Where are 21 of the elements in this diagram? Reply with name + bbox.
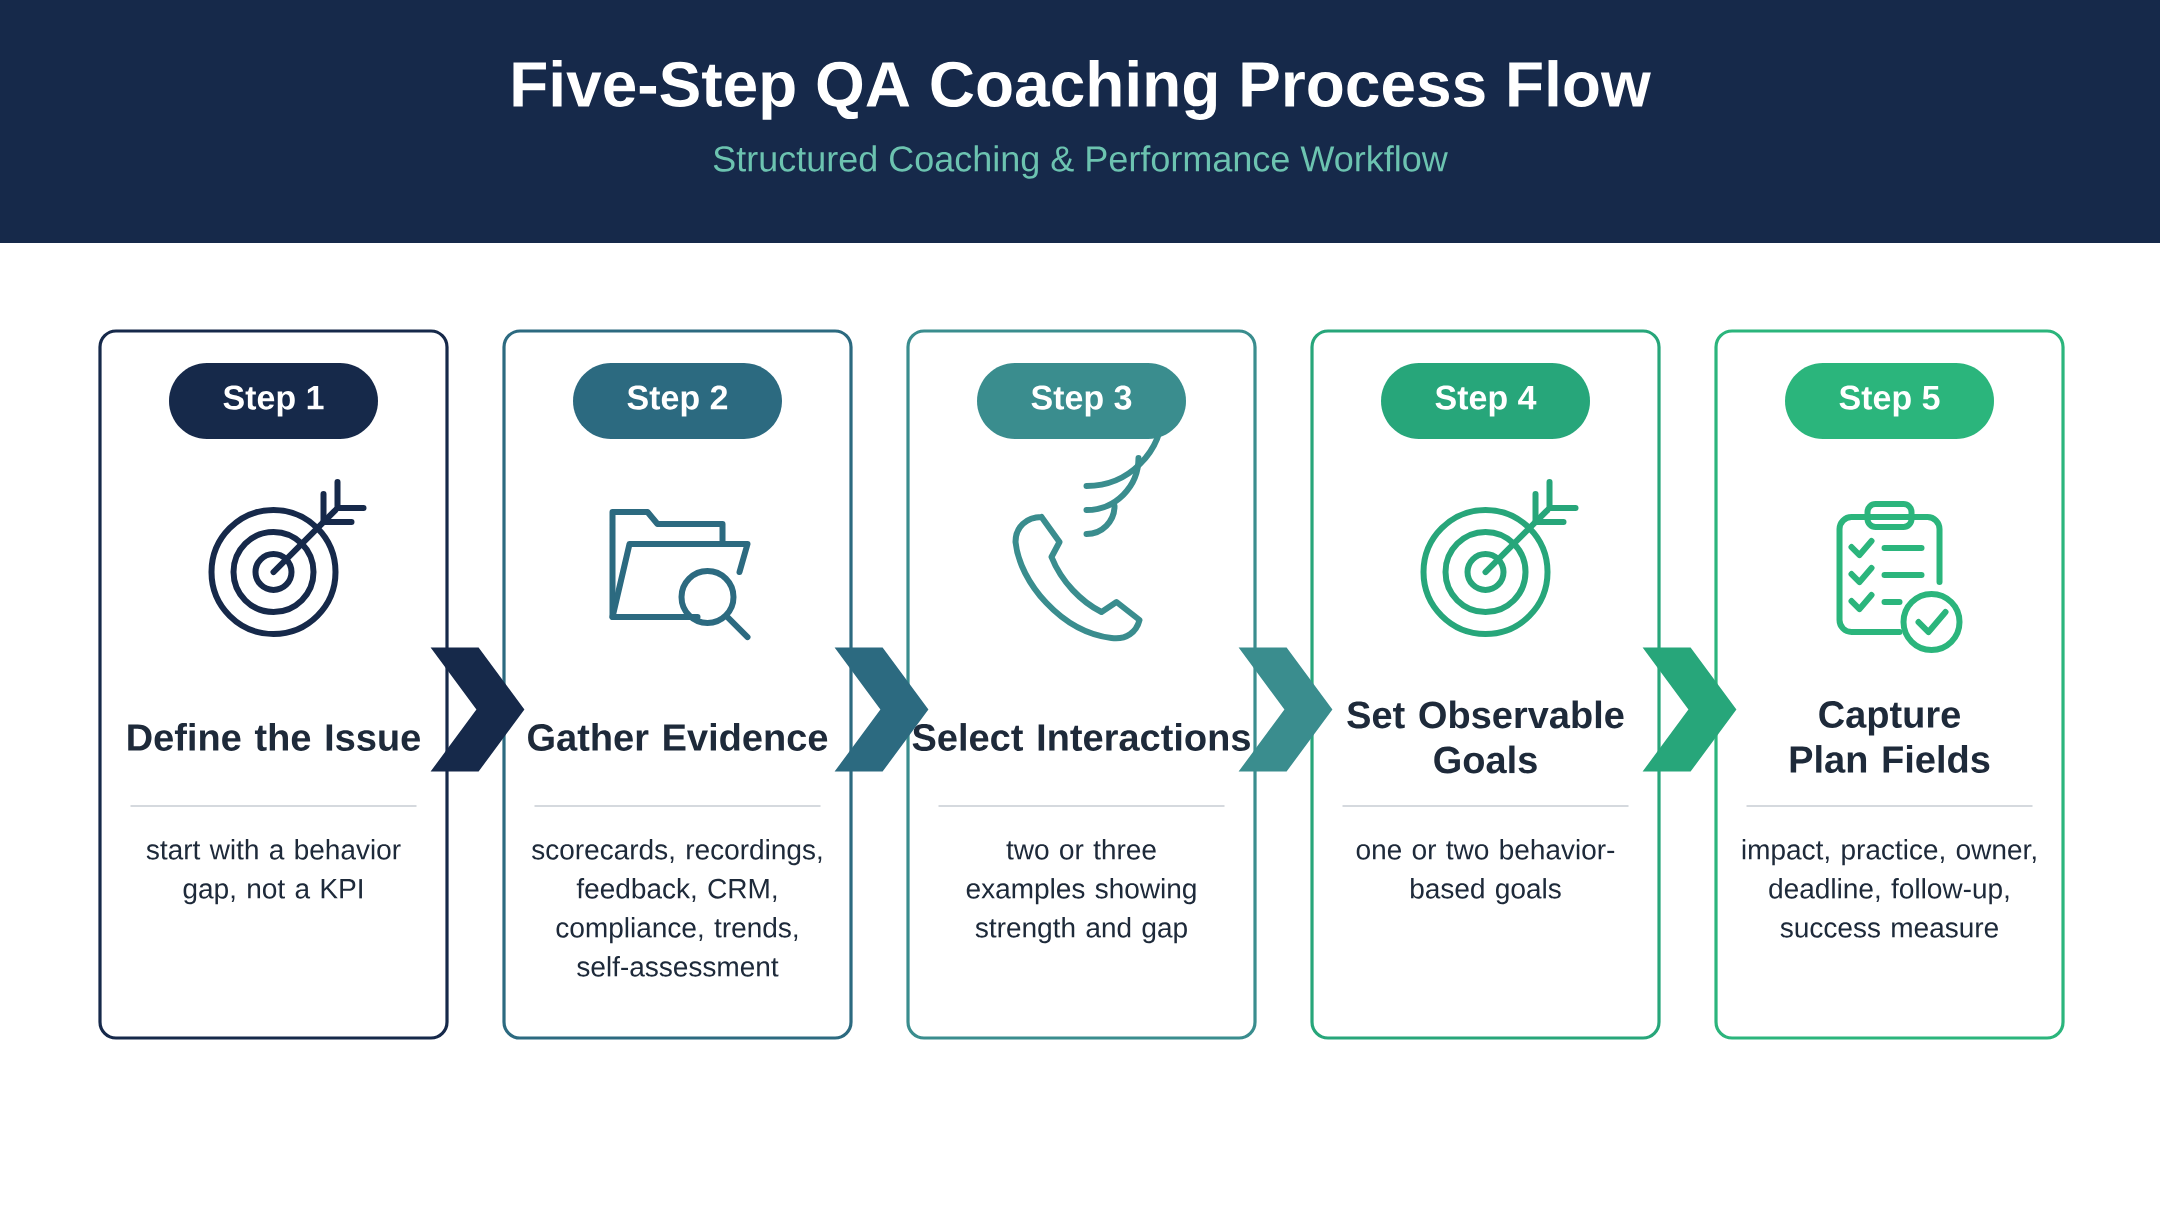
step-badge: Step 3: [977, 363, 1186, 439]
chevron-arrow: [430, 647, 525, 772]
step-title: Capture Plan Fields: [1790, 701, 1990, 773]
step-title: Set Observable Goals: [1347, 700, 1624, 774]
step-description: scorecards, recordings, feedback, CRM, compliance, trends, self-assessment: [532, 839, 822, 977]
step-description: one or two behavior-based goals: [1356, 839, 1615, 905]
step-title: Select Interactions: [912, 723, 1250, 751]
title: Five-Step QA Coaching Process Flow: [513, 60, 1651, 120]
chevron-arrow: [1238, 647, 1333, 772]
subtitle: Structured Coaching & Performance Workflow: [713, 145, 1448, 179]
step-badge: Step 1: [169, 363, 378, 439]
step-title: Define the Issue: [128, 723, 420, 751]
step-badge: Step 4: [1381, 363, 1590, 439]
step-title: Gather Evidence: [528, 723, 828, 751]
step-description: two or three examples showing strength and gap: [966, 839, 1196, 944]
chevron-arrow: [834, 647, 929, 772]
step-description: start with a behavior gap, not a KPI: [146, 839, 401, 905]
chevron-arrow: [1642, 647, 1737, 772]
step-badge: Step 2: [573, 363, 782, 439]
step-description: impact, practice, owner, deadline, follow-up, success measure: [1742, 839, 2036, 938]
step-badge: Step 5: [1785, 363, 1994, 439]
